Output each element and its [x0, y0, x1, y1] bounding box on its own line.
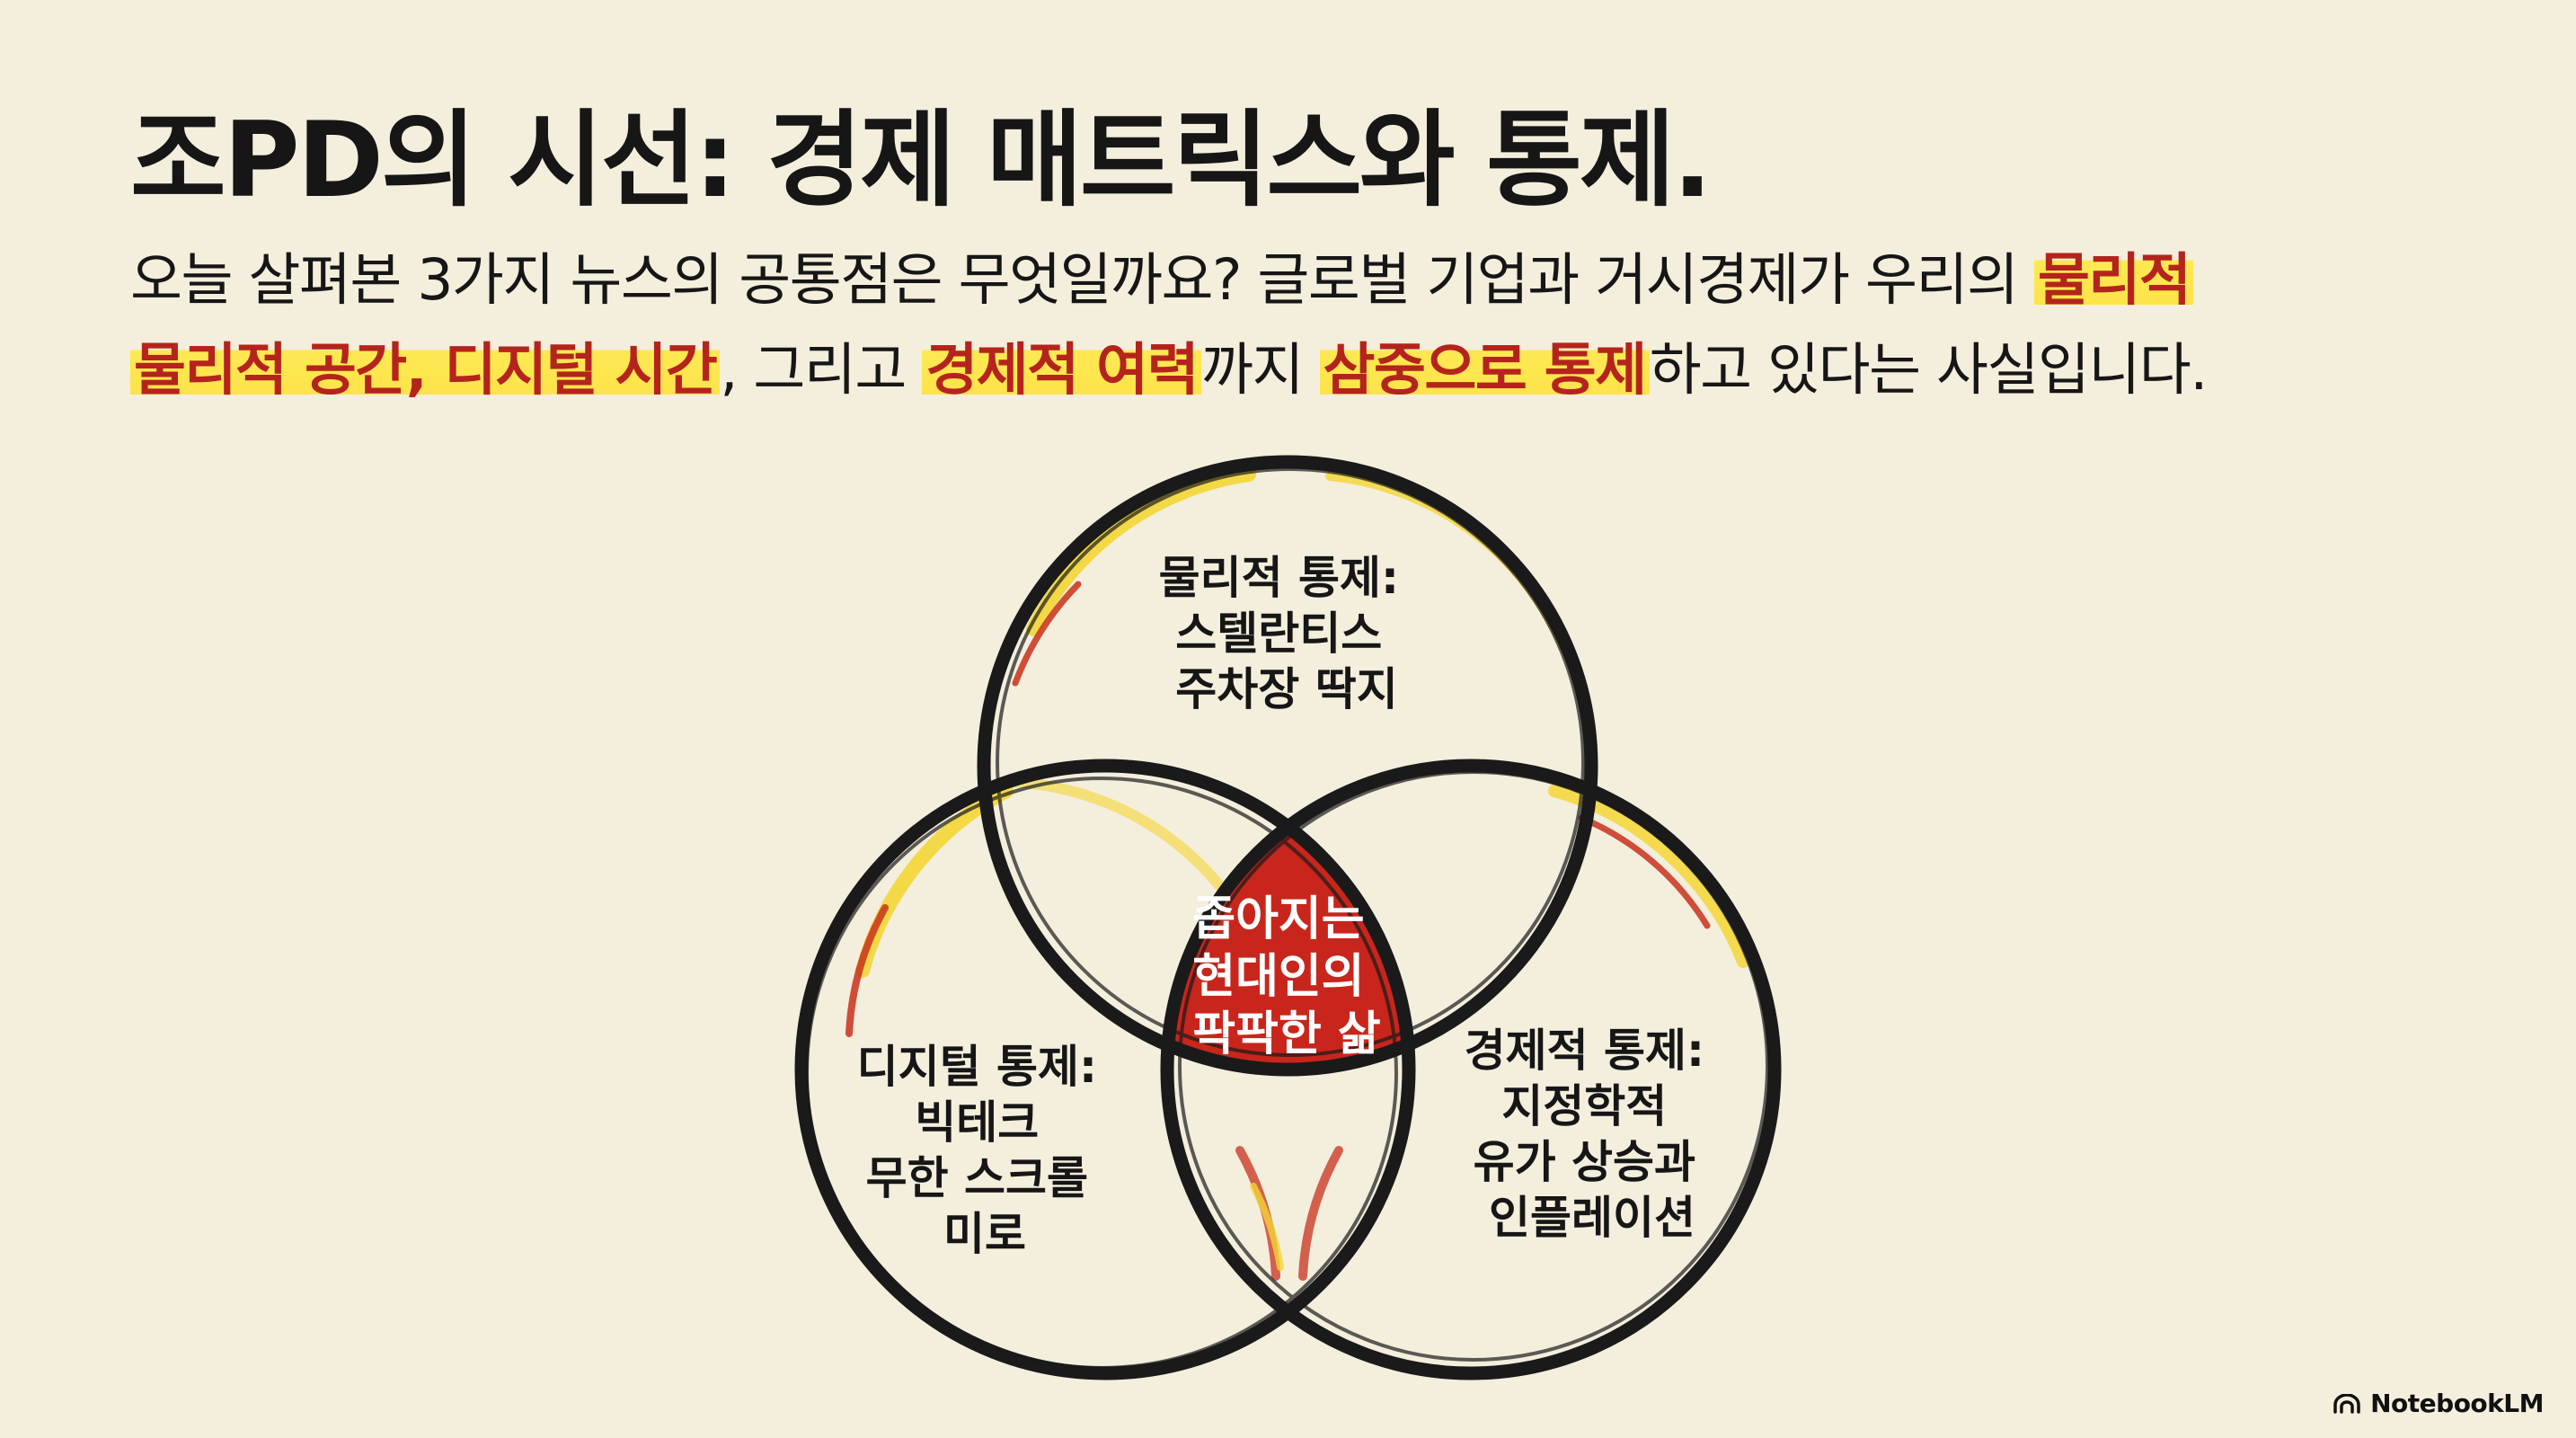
brand-watermark: NotebookLM [2333, 1389, 2544, 1418]
venn-circle-physical [977, 455, 1598, 1077]
highlight-space-time: 물리적 공간, 디지털 시간 [130, 337, 721, 403]
highlight-physical: 물리적 [2033, 247, 2194, 313]
subtitle-text: 오늘 살펴본 3가지 뉴스의 공통점은 무엇일까요? 글로벌 기업과 거시경제가… [130, 247, 2034, 313]
venn-sketch-strokes [805, 467, 1769, 1370]
highlight-triple-control: 삼중으로 통제 [1319, 337, 1650, 403]
subtitle-text: 까지 [1201, 337, 1320, 403]
subtitle-line-1: 오늘 살펴본 3가지 뉴스의 공통점은 무엇일까요? 글로벌 기업과 거시경제가… [130, 235, 2466, 325]
slide-subtitle: 오늘 살펴본 3가지 뉴스의 공통점은 무엇일까요? 글로벌 기업과 거시경제가… [130, 235, 2466, 415]
venn-center-region [1167, 766, 1409, 1070]
subtitle-line-2: 물리적 공간, 디지털 시간, 그리고 경제적 여력까지 삼중으로 통제하고 있… [130, 325, 2466, 415]
venn-label-center: 좁아지는 현대인의 팍팍한 삶 [1192, 892, 1380, 1061]
venn-circle-economic [1160, 759, 1782, 1380]
venn-label-economic: 경제적 통제: 지정학적 유가 상승과 인플레이션 [1465, 1025, 1721, 1244]
brand-name: NotebookLM [2370, 1389, 2544, 1418]
venn-outlines [794, 455, 1782, 1380]
subtitle-text: 하고 있다는 사실입니다. [1649, 337, 2209, 403]
highlight-economic-capacity: 경제적 여력 [922, 337, 1202, 403]
notebooklm-logo-icon [2333, 1393, 2360, 1414]
venn-label-physical: 물리적 통제: 스텔란티스 주차장 딱지 [1159, 552, 1415, 715]
venn-label-digital: 디지털 통제: 빅테크 무한 스크롤 미로 [857, 1041, 1113, 1260]
slide-title: 조PD의 시선: 경제 매트릭스와 통제. [130, 100, 1713, 221]
subtitle-text: , 그리고 [720, 337, 923, 403]
venn-circle-digital [794, 759, 1416, 1380]
